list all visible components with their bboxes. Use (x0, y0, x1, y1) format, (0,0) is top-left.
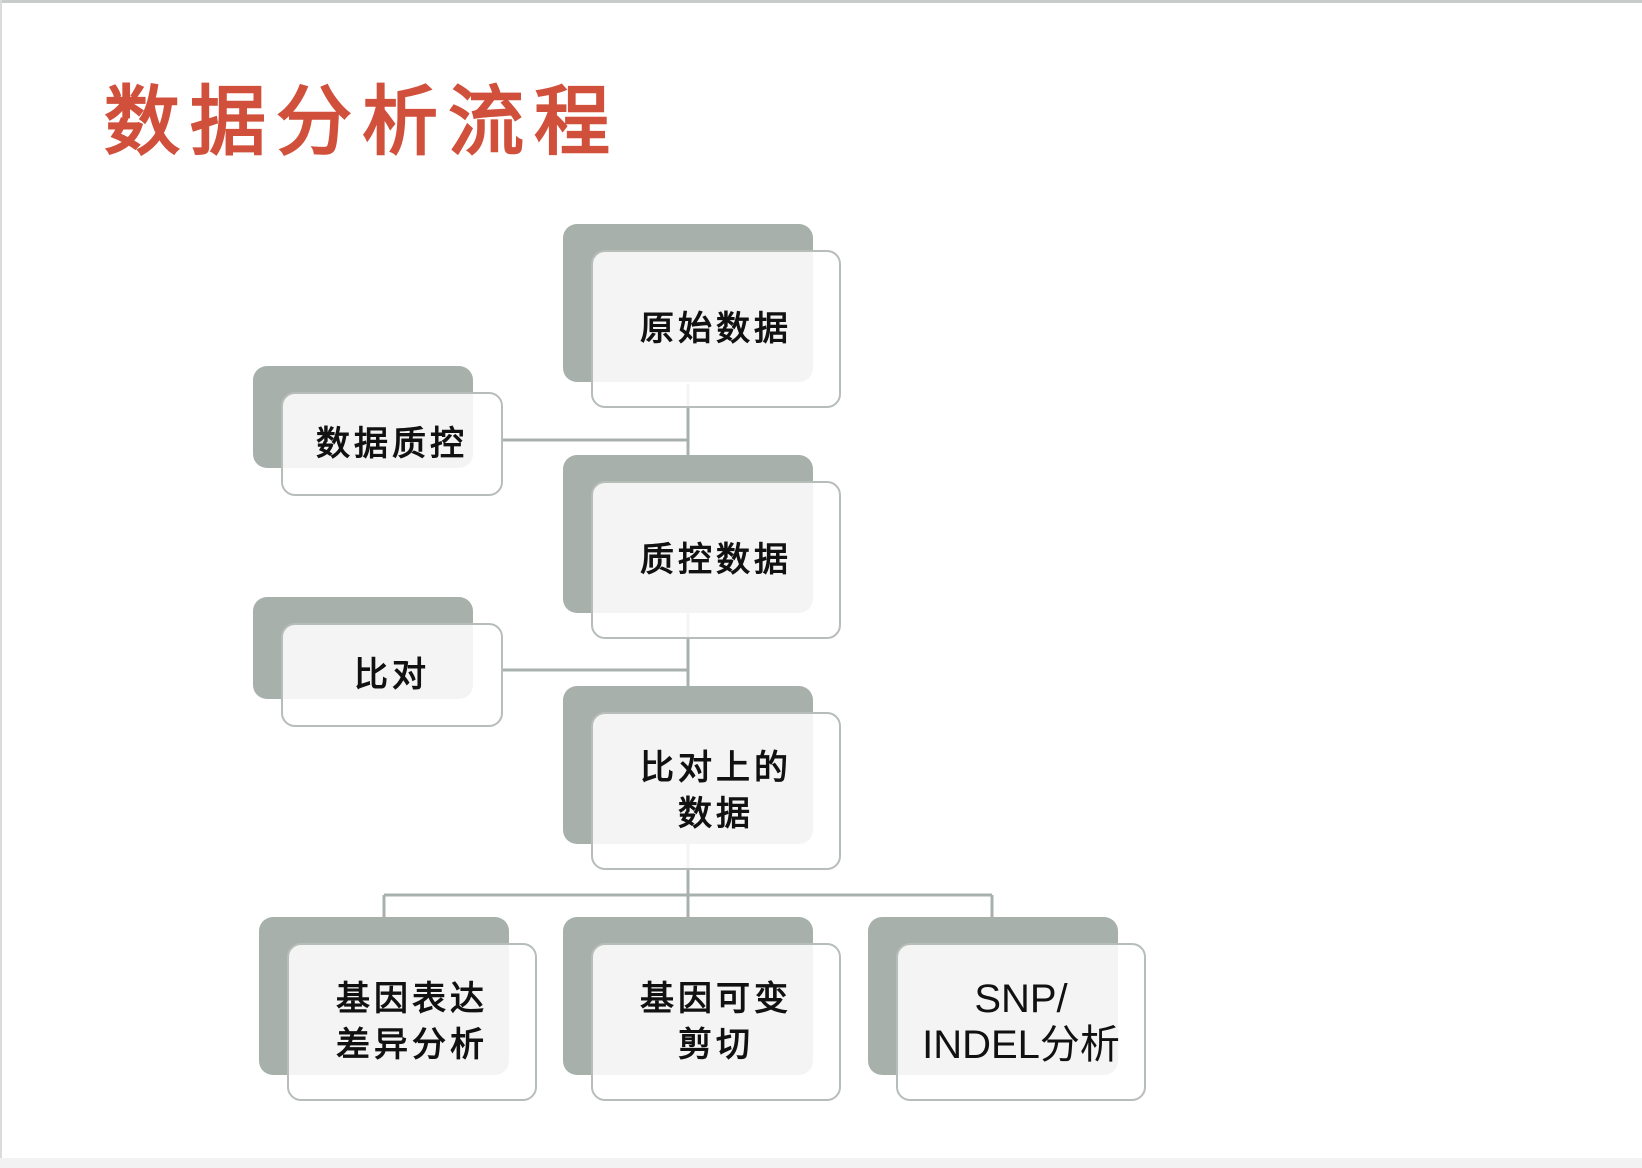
node-label: 原始数据 (640, 309, 792, 349)
node-card: 质控数据 (591, 481, 841, 639)
node-label: 比对上的 数据 (640, 748, 792, 834)
node-card: 比对上的 数据 (591, 712, 841, 870)
node-card: 数据质控 (281, 392, 503, 496)
node-card: 比对 (281, 623, 503, 727)
node-card: 基因表达 差异分析 (287, 943, 537, 1101)
node-label: 质控数据 (640, 540, 792, 580)
slide-title: 数据分析流程 (104, 77, 620, 166)
slide-top-border (0, 0, 1642, 3)
node-label: 数据质控 (316, 424, 468, 464)
slide-left-border (0, 0, 2, 1168)
node-label: 基因可变 剪切 (640, 979, 792, 1065)
node-card: SNP/ INDEL分析 (896, 943, 1146, 1101)
slide-bottom-band (0, 1158, 1642, 1168)
node-card: 基因可变 剪切 (591, 943, 841, 1101)
node-label: 比对 (354, 655, 430, 695)
node-card: 原始数据 (591, 250, 841, 408)
node-label: SNP/ INDEL分析 (922, 977, 1120, 1067)
node-label: 基因表达 差异分析 (336, 979, 488, 1065)
